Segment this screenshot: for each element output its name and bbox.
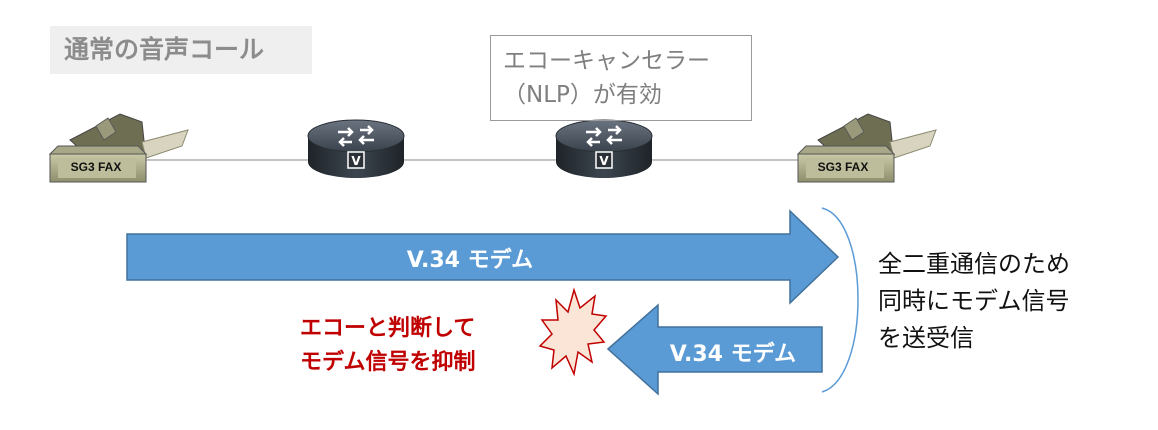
fax-right-label: SG3 FAX	[817, 160, 869, 174]
page-title: 通常の音声コール	[50, 26, 312, 74]
burst-icon	[538, 287, 608, 377]
router-icon: V	[555, 119, 653, 178]
full-duplex-note: 全二重通信のため 同時にモデム信号 を送受信	[878, 246, 1070, 357]
fax-machine-left	[48, 113, 189, 183]
full-duplex-line-2: 同時にモデム信号	[878, 287, 1070, 315]
echo-suppression-line-2: モデム信号を抑制	[300, 350, 476, 375]
echo-canceller-line-1: エコーキャンセラー	[503, 48, 710, 74]
echo-canceller-label: エコーキャンセラー （NLP）が有効	[490, 35, 752, 121]
forward-arrow	[126, 209, 840, 305]
svg-text:V: V	[599, 154, 609, 168]
svg-text:V: V	[351, 154, 361, 168]
router-icon: V	[307, 119, 405, 178]
fax-left-label: SG3 FAX	[70, 160, 122, 174]
echo-canceller-line-2: （NLP）が有効	[503, 82, 662, 108]
bracket-curve	[821, 207, 859, 393]
backward-arrow	[606, 303, 823, 396]
full-duplex-line-1: 全二重通信のため	[878, 250, 1070, 278]
echo-suppression-note: エコーと判断して モデム信号を抑制	[300, 312, 476, 380]
echo-suppression-line-1: エコーと判断して	[300, 316, 476, 341]
forward-arrow-label: V.34 モデム	[406, 248, 534, 273]
fax-machine-right	[796, 113, 937, 183]
backward-arrow-label: V.34 モデム	[669, 342, 797, 367]
full-duplex-line-3: を送受信	[878, 324, 974, 352]
